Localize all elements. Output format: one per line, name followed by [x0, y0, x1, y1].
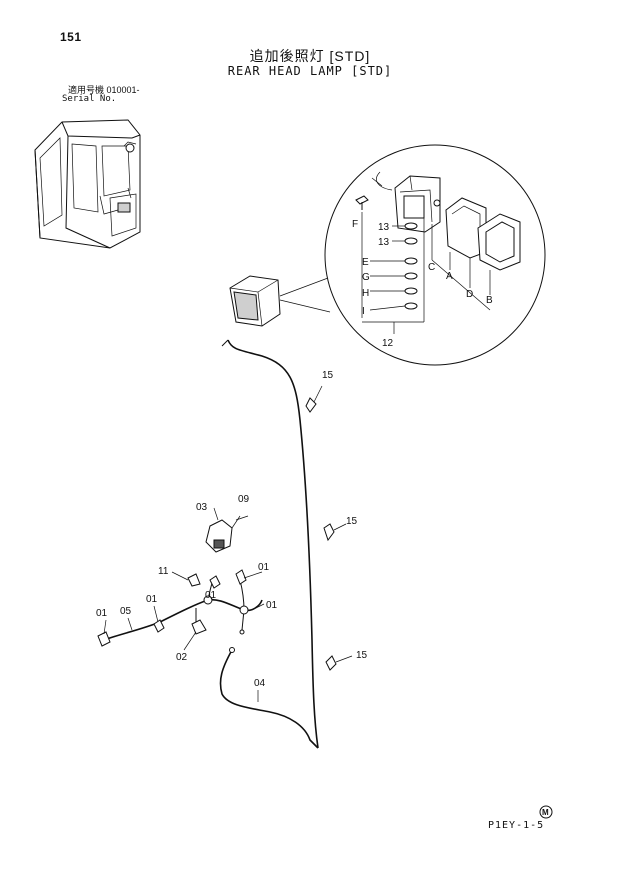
- callout-label: H: [362, 288, 369, 299]
- callout-label: G: [362, 272, 370, 283]
- clip-15-bottom: [325, 655, 353, 671]
- page-number: 151: [60, 30, 82, 44]
- callout-label: 12: [382, 338, 394, 349]
- lamp-assembly: [229, 275, 281, 327]
- callout-label: E: [362, 257, 369, 268]
- wire-harness-05: [97, 569, 263, 647]
- page-title-japanese: 追加後照灯 [STD]: [249, 48, 371, 64]
- bolt-f: [355, 195, 369, 205]
- washer-e: [404, 257, 418, 265]
- callout-label: 04: [254, 678, 266, 689]
- callout-label: 01: [266, 600, 278, 611]
- nut-i: [404, 302, 418, 310]
- cab-illustration: [34, 119, 141, 249]
- washer-13b: [404, 237, 418, 245]
- serial-label: Serial No.: [62, 94, 117, 104]
- callout-leaders: [103, 571, 265, 702]
- callout-label: 11: [158, 566, 169, 577]
- callout-label: 13: [378, 222, 390, 233]
- callout-label: D: [466, 289, 473, 300]
- serial-label-japanese: 適用号機 010001-: [68, 85, 140, 95]
- callout-label: 15: [322, 370, 334, 381]
- callout-label: 13: [378, 237, 390, 248]
- m-mark: M: [539, 805, 553, 819]
- cab-beacon: [125, 143, 135, 153]
- cab-lamp-mark: [117, 202, 131, 213]
- callout-label: 02: [176, 652, 188, 663]
- callout-label: 01: [205, 590, 217, 601]
- m-mark-label: M: [542, 808, 549, 817]
- nut-h: [404, 287, 418, 295]
- callout-label: 01: [96, 608, 108, 619]
- detail-leader-line-2: [279, 299, 331, 313]
- callout-label: C: [428, 262, 435, 273]
- callout-label: 15: [346, 516, 358, 527]
- callout-label: B: [486, 295, 493, 306]
- harness-wire: [227, 339, 319, 749]
- callout-label: 09: [238, 494, 250, 505]
- callout-label: F: [352, 219, 358, 230]
- lamp-bulb-socket: [403, 195, 425, 219]
- callout-label: I: [362, 306, 365, 317]
- washer-g: [404, 272, 418, 280]
- page-title: REAR HEAD LAMP [STD]: [227, 64, 393, 78]
- callout-label: 01: [146, 594, 158, 605]
- washer-13a: [404, 222, 418, 230]
- detail-circle: [324, 144, 546, 366]
- detail-leader-line: [279, 277, 329, 297]
- callout-label: 15: [356, 650, 368, 661]
- callout-label: A: [446, 271, 453, 282]
- lamp-detail-view: F 13 13 E G H I 12 C A D B: [279, 144, 546, 366]
- switch-assembly: [205, 507, 249, 553]
- footer-page-code: P1EY-1-5: [488, 820, 545, 831]
- clip-15-mid: [323, 523, 347, 542]
- callout-label: 05: [120, 606, 132, 617]
- wire-harness-main: [219, 339, 319, 749]
- harness-wire-04: [219, 649, 319, 749]
- callout-label: 03: [196, 502, 208, 513]
- callout-label: 01: [258, 562, 270, 573]
- clip-15-top: [305, 385, 323, 413]
- lamp-bulb: [433, 199, 441, 207]
